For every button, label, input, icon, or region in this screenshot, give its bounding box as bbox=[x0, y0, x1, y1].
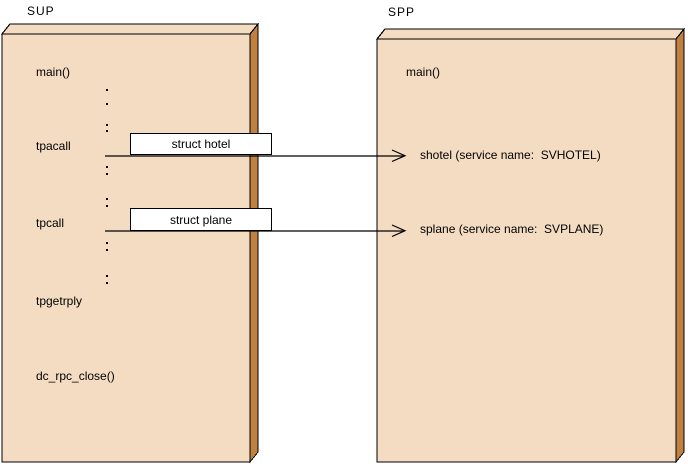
right-panel-front-face bbox=[376, 38, 677, 463]
ellipsis-dot bbox=[106, 124, 108, 126]
struct-hotel-label: struct hotel bbox=[171, 137, 231, 151]
left-call-dc-rpc-close: dc_rpc_close() bbox=[36, 369, 115, 383]
left-panel-front-face bbox=[1, 33, 251, 463]
arrow-tpcall-to-splane bbox=[105, 224, 407, 238]
ellipsis-dot bbox=[106, 242, 108, 244]
right-panel-title: SPP bbox=[388, 5, 416, 19]
ellipsis-dot bbox=[106, 205, 108, 207]
ellipsis-dot bbox=[106, 166, 108, 168]
ellipsis-dot bbox=[106, 282, 108, 284]
arrowhead-icon bbox=[391, 224, 407, 238]
arrowhead-icon bbox=[391, 149, 407, 163]
struct-plane-label: struct plane bbox=[169, 212, 233, 227]
ellipsis-dot bbox=[106, 130, 108, 132]
left-call-tpacall: tpacall bbox=[36, 139, 71, 153]
right-service-shotel: shotel (service name: SVHOTEL) bbox=[420, 148, 601, 162]
ellipsis-dot bbox=[106, 89, 108, 91]
ellipsis-dot bbox=[106, 103, 108, 105]
left-panel-title: SUP bbox=[27, 4, 55, 18]
left-call-tpcall: tpcall bbox=[36, 216, 65, 230]
right-service-main: main() bbox=[406, 65, 441, 79]
ellipsis-dot bbox=[106, 173, 108, 175]
ellipsis-dot bbox=[106, 198, 108, 200]
right-service-splane: splane (service name: SVPLANE) bbox=[420, 222, 604, 236]
left-call-main: main() bbox=[36, 65, 71, 79]
ellipsis-dot bbox=[106, 275, 108, 277]
struct-hotel-message-box: struct hotel bbox=[130, 133, 272, 155]
ellipsis-dot bbox=[106, 249, 108, 251]
arrow-tpacall-to-shotel bbox=[105, 149, 407, 163]
left-call-tpgetrply: tpgetrply bbox=[36, 294, 83, 308]
